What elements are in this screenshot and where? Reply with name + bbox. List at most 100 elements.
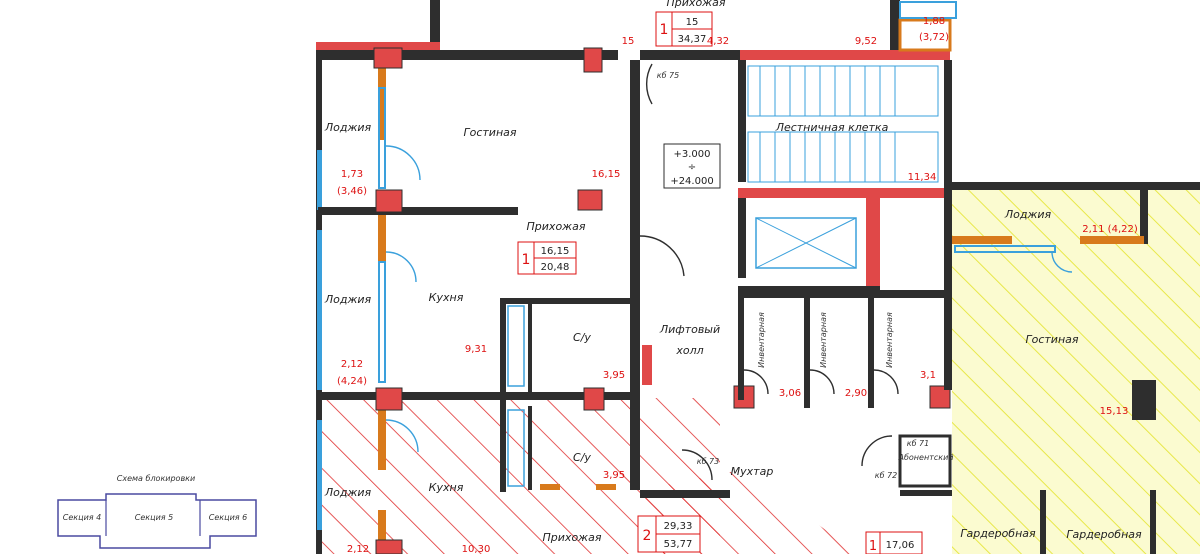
label-wardrobe-1: Гардеробная (960, 527, 1036, 540)
label-wc-2: С/у (573, 451, 591, 464)
apt3-living: 17,06 (886, 540, 915, 551)
apartment-tag-1: 1 16,15 20,48 (517, 241, 577, 275)
area-188: 1,88 (923, 16, 945, 27)
column-6 (583, 387, 605, 411)
apartment-tag-3: 1 17,06 (865, 531, 923, 554)
wc-wall-left (500, 298, 506, 492)
apt1-number: 1 (522, 252, 531, 268)
right-column (1132, 380, 1156, 420)
door-mark-75: кб 75 (657, 71, 680, 80)
area-952: 9,52 (855, 36, 877, 47)
elevation-box (663, 143, 721, 189)
apt2-total: 53,77 (664, 539, 693, 550)
storage-wall-2 (804, 298, 810, 408)
door-swings (385, 145, 1073, 453)
label-hall-2: Прихожая (543, 531, 602, 544)
label-loggia-1: Лоджия (324, 121, 372, 134)
stair-flights (747, 65, 939, 183)
storage-wall-3 (868, 298, 874, 408)
wall-living-kitchen (318, 207, 518, 215)
right-loggia-glass (954, 245, 1056, 253)
label-living-right: Гостиная (1025, 333, 1078, 346)
label-subscriber: Абонентский (898, 453, 954, 462)
apartment-right-hatch-zone (952, 188, 1200, 554)
top-right-window (899, 1, 957, 19)
area-395b: 3,95 (603, 470, 625, 481)
subscriber-box (898, 434, 952, 488)
label-hall-1: Прихожая (527, 220, 586, 233)
area-15: 15 (622, 36, 635, 47)
scheme-section-5: Секция 5 (135, 513, 173, 522)
wall-kitchen-apt2 (318, 392, 638, 400)
loggia-wall-2 (378, 212, 386, 262)
label-loggia-right: Лоджия (1004, 208, 1052, 221)
storage-top-wall (738, 290, 952, 298)
label-wc-1: С/у (573, 331, 591, 344)
apartment-tag-2: 2 29,33 53,77 (637, 515, 701, 553)
area-212b: 2,12 (347, 544, 369, 554)
area-432: 4,32 (707, 36, 729, 47)
lift-shaft-box (755, 217, 857, 269)
elevation-top: +3.000 (673, 149, 710, 160)
area-31: 3,1 (920, 370, 936, 381)
area-1134: 11,34 (908, 172, 937, 183)
column-9 (929, 385, 951, 409)
apt2-living: 29,33 (664, 521, 693, 532)
label-storage-3: Инвентарная (885, 312, 894, 368)
loggia-wall-1 (378, 60, 386, 140)
label-loggia-2: Лоджия (324, 293, 372, 306)
loggia-window-1 (317, 150, 322, 210)
area-212: 2,12 (341, 359, 363, 370)
loggia-glass-1 (378, 87, 386, 189)
corridor-wall-left (630, 60, 640, 490)
label-loggia-3: Лоджия (324, 486, 372, 499)
right-top-wall (952, 182, 1200, 190)
label-storage-1: Инвентарная (757, 312, 766, 368)
column-2 (583, 47, 603, 73)
area-346: (3,46) (337, 186, 367, 197)
right-lower-wall (900, 490, 952, 496)
wc-red-marker (642, 345, 652, 385)
apartment-tag-top: 1 15 34,37 (655, 11, 713, 47)
apt2-number: 2 (643, 528, 652, 544)
stair-wall-left (738, 60, 746, 182)
loggia-wall-4 (378, 510, 386, 554)
lift-cross-2 (755, 217, 857, 269)
wc-bath-1 (507, 305, 525, 387)
label-lift-hall-1: Лифтовый (659, 323, 720, 336)
label-living-1: Гостиная (463, 126, 516, 139)
scheme-outline (57, 493, 257, 549)
column-4 (577, 189, 603, 211)
area-211: 2,11 (4,22) (1082, 224, 1138, 235)
loggia-wall-3 (378, 400, 386, 470)
wc-wall-lower (528, 406, 532, 490)
column-5 (375, 387, 403, 411)
label-lift-hall-2: холл (675, 344, 703, 357)
top-wall-right (640, 50, 740, 60)
wc-orange-2 (596, 484, 616, 490)
loggia-glass-2 (378, 261, 386, 383)
stair-bottom-red-wall (738, 188, 952, 198)
lift-shaft-red (866, 198, 880, 298)
top-wall-mid (318, 50, 618, 60)
apt-top-number: 1 (660, 22, 669, 38)
area-173: 1,73 (341, 169, 363, 180)
blocking-scheme: Схема блокировки Секция 4 Секция 5 Секци… (57, 474, 257, 549)
scheme-section-4: Секция 4 (63, 513, 101, 522)
area-395: 3,95 (603, 370, 625, 381)
label-stair: Лестничная клетка (775, 121, 889, 134)
label-wardrobe-2: Гардеробная (1066, 528, 1142, 541)
lift-shaft-left (738, 198, 746, 278)
top-right-column (890, 0, 900, 50)
area-1030: 10,30 (462, 544, 491, 554)
elevation-bottom: +24.000 (670, 176, 713, 187)
loggia-window-2 (317, 230, 322, 390)
scheme-title: Схема блокировки (117, 474, 195, 483)
right-orange-wall (952, 236, 1012, 244)
stair-top-red-wall (740, 50, 950, 60)
apt1-living: 16,15 (541, 246, 570, 257)
area-1615: 16,15 (592, 169, 621, 180)
top-wall-left (430, 0, 440, 50)
label-concierge: Мухтар (731, 465, 774, 478)
area-931: 9,31 (465, 344, 487, 355)
